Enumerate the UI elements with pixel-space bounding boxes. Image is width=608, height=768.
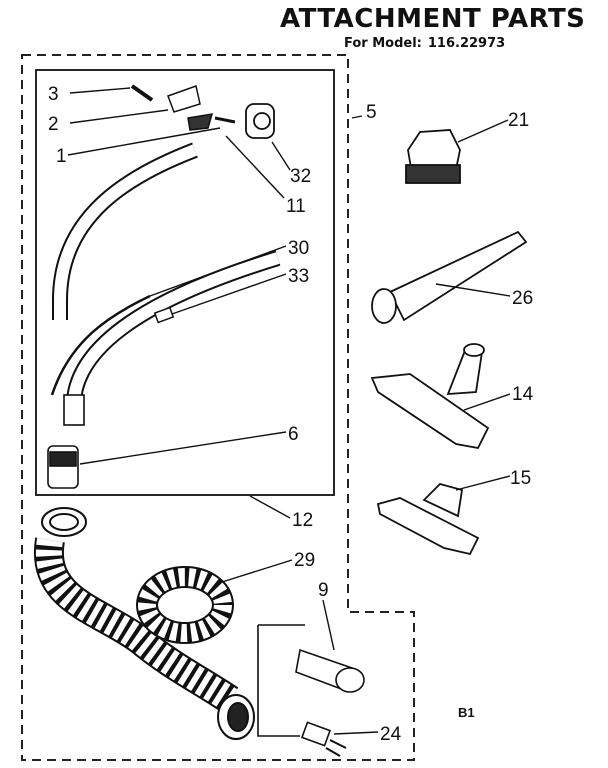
callout-29: 29 [294, 550, 315, 571]
callout-3: 3 [48, 84, 59, 105]
callout-32: 32 [290, 166, 311, 187]
callout-21: 21 [508, 110, 529, 131]
plug-connector [300, 721, 347, 757]
latch-part [167, 85, 236, 131]
coupling-part [47, 394, 85, 489]
inner-frame [35, 69, 335, 496]
callout-5: 5 [366, 102, 377, 123]
model-subtitle: For Model: 116.22973 [344, 36, 511, 51]
upholstery-brush [405, 129, 461, 184]
power-cord [257, 624, 305, 737]
wand-tube [52, 142, 281, 402]
callout-33: 33 [288, 266, 309, 287]
callout-30: 30 [288, 238, 309, 259]
screw-part [130, 84, 154, 102]
upholstery-tool [376, 482, 480, 556]
coiled-hose [33, 507, 255, 740]
crevice-tool [371, 230, 528, 324]
callout-26: 26 [512, 288, 533, 309]
page-title: ATTACHMENT PARTS [280, 4, 586, 34]
wire-clip [153, 306, 175, 324]
leader-lines [67, 87, 511, 735]
callout-2: 2 [48, 114, 59, 135]
callout-11: 11 [286, 196, 306, 217]
callout-15: 15 [510, 468, 531, 489]
cord-wire [50, 294, 151, 396]
floor-tool [370, 343, 490, 450]
model-number: 116.22973 [427, 36, 506, 51]
callout-12: 12 [292, 510, 313, 531]
callout-1: 1 [56, 146, 67, 167]
model-label: For Model: [344, 36, 422, 51]
callout-9: 9 [318, 580, 329, 601]
outer-boundary [21, 54, 415, 761]
valve-part [245, 103, 275, 139]
page-code: B1 [458, 705, 475, 720]
callout-24: 24 [380, 724, 402, 745]
callout-14: 14 [512, 384, 534, 405]
callout-6: 6 [288, 424, 299, 445]
electric-plug [295, 648, 365, 693]
